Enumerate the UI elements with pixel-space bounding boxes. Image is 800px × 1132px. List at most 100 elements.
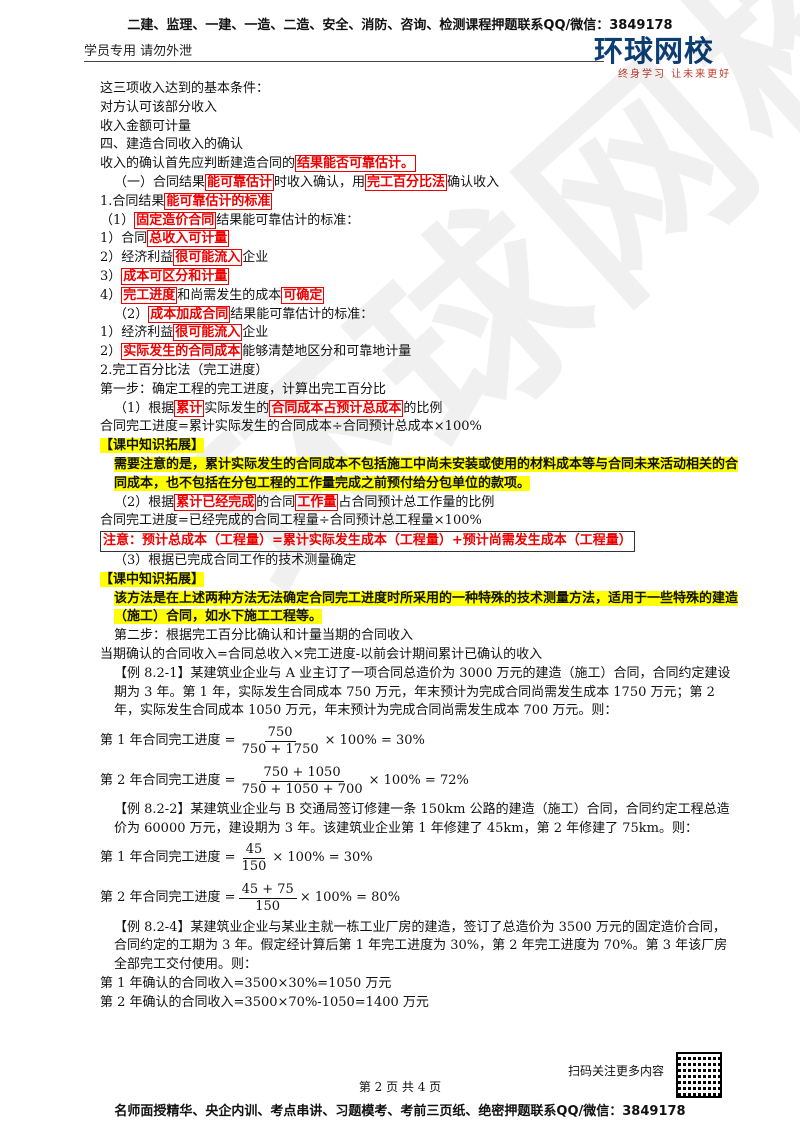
- text-line: 3）成本可区分和计量: [100, 267, 738, 287]
- text-line: 2.完工百分比法（完工进度）: [100, 362, 269, 378]
- text-line: （2）根据累计已经完成的合同工作量占合同预计总工作量的比例: [100, 493, 738, 513]
- text-span: 1）经济利益: [100, 325, 174, 341]
- formula-result: × 100% = 80%: [299, 890, 401, 906]
- text-span: 2）: [100, 344, 122, 360]
- formula-line: 当期确认的合同收入=合同总收入×完工进度-以前会计期间累计已确认的收入: [100, 646, 543, 662]
- text-line: 4）完工进度和尚需发生的成本可确定: [100, 286, 738, 306]
- formula-label: 第 1 年合同完工进度 =: [100, 732, 236, 748]
- key-phrase: 完工百分比法: [365, 173, 448, 191]
- text-line: 这三项收入达到的基本条件：: [100, 81, 270, 96]
- footer-contact: 名师面授精华、央企内训、考点串讲、习题模考、考前三页纸、绝密押题联系QQ/微信：…: [114, 1104, 686, 1119]
- text-span: 2）经济利益: [100, 250, 174, 266]
- result-line: 第 2 年确认的合同收入=3500×70%-1050=1400 万元: [100, 994, 429, 1010]
- text-span: 的合同: [256, 494, 296, 510]
- numerator: 750: [264, 725, 296, 742]
- extension-heading: 【课中知识拓展】: [100, 571, 738, 590]
- key-phrase: 完工进度: [121, 286, 178, 304]
- highlight: 该方法是在上述两种方法无法确定合同完工进度时所采用的一种特殊的技术测量方法，适用…: [114, 590, 739, 625]
- logo-text: 环球网校: [594, 34, 715, 68]
- header-divider: [84, 61, 604, 62]
- key-phrase: 成本加成合同: [148, 305, 231, 323]
- text-span: 4）: [100, 287, 122, 303]
- page-number: 第 2 页 共 4 页: [358, 1080, 442, 1094]
- text-span: 企业: [242, 250, 269, 266]
- example-paragraph: 【例 8.2-1】某建筑业企业与 A 业主订了一项合同总造价为 3000 万元的…: [114, 665, 731, 719]
- text-line: 收入的确认首先应判断建造合同的结果能否可靠估计。: [100, 155, 738, 174]
- formula-result: × 100% = 30%: [272, 850, 373, 866]
- text-span: 占合同预计总工作量的比例: [338, 494, 495, 510]
- key-phrase: 累计已经完成: [174, 493, 257, 511]
- formula-line: 合同完工进度=已经完成的合同工程量÷合同预计总工程量×100%: [100, 513, 482, 529]
- key-phrase: 很可能流入: [173, 324, 243, 342]
- key-phrase: 实际发生的合同成本: [121, 343, 243, 361]
- text-span: 时收入确认，用: [274, 174, 366, 190]
- text-span: 收入的确认首先应判断建造合同的: [100, 156, 296, 172]
- extension-heading: 【课中知识拓展】: [100, 437, 738, 456]
- text-line: （3）根据已完成合同工作的技术测量确定: [114, 552, 357, 568]
- example-paragraph: 【例 8.2-4】某建筑业企业与某业主就一栋工业厂房的建造，签订了总造价为 35…: [114, 919, 728, 973]
- denominator: 750 + 1050 + 700: [241, 781, 363, 797]
- result-line: 第 1 年确认的合同收入=3500×30%=1050 万元: [100, 976, 392, 992]
- text-line: 1）经济利益很可能流入企业: [100, 324, 738, 343]
- text-span: （一）合同结果: [114, 174, 206, 190]
- text-line: 第一步：确定工程的完工进度，计算出完工百分比: [100, 381, 387, 397]
- note-box: 注意：预计总成本（工程量）=累计实际发生成本（工程量）+预计尚需发生成本（工程量…: [100, 531, 635, 552]
- note-line: 注意：预计总成本（工程量）=累计实际发生成本（工程量）+预计尚需发生成本（工程量…: [100, 531, 738, 552]
- text-span: 3）: [100, 268, 122, 284]
- example-paragraph: 【例 8.2-2】某建筑业企业与 B 交通局签订修建一条 150km 公路的建造…: [114, 802, 730, 836]
- text-span: 企业: [242, 325, 269, 341]
- scan-prompt: 扫码关注更多内容: [568, 1064, 665, 1078]
- numerator: 750 + 1050: [260, 765, 344, 782]
- document-body: 这三项收入达到的基本条件： 对方认可该部分收入 收入金额可计量 四、建造合同收入…: [100, 80, 739, 1013]
- text-line: （2）成本加成合同结果能可靠估计的标准：: [100, 305, 738, 325]
- formula-label: 第 2 年合同完工进度 =: [100, 772, 236, 788]
- text-line: 2）经济利益很可能流入企业: [100, 249, 738, 268]
- text-span: 1）合同: [100, 231, 148, 247]
- text-span: 和尚需发生的成本: [177, 287, 282, 303]
- key-phrase: 工作量: [295, 493, 339, 511]
- text-span: （1）: [100, 212, 135, 228]
- text-line: 1）合同总收入可计量: [100, 230, 738, 249]
- text-line: （1）固定造价合同结果能可靠估计的标准：: [100, 211, 738, 231]
- highlight: 【课中知识拓展】: [100, 438, 205, 454]
- highlight-paragraph: 该方法是在上述两种方法无法确定合同完工进度时所采用的一种特殊的技术测量方法，适用…: [100, 590, 739, 628]
- denominator: 150: [241, 859, 267, 875]
- text-span: 实际发生的: [204, 400, 270, 416]
- header-contact: 二建、监理、一建、一造、二造、安全、消防、咨询、检测课程押题联系QQ/微信：38…: [127, 18, 673, 33]
- formula-label: 第 2 年合同完工进度 =: [100, 890, 236, 906]
- highlight: 【课中知识拓展】: [100, 571, 205, 587]
- formula-label: 第 1 年合同完工进度 =: [100, 850, 236, 866]
- numerator: 45: [242, 842, 266, 860]
- brand-logo: 环球网校 终身学习 让未来更好: [590, 28, 740, 80]
- text-span: 能够清楚地区分和可靠地计量: [242, 344, 412, 360]
- qr-code-icon: [678, 1054, 720, 1096]
- text-line: 2）实际发生的合同成本能够清楚地区分和可靠地计量: [100, 343, 738, 362]
- key-phrase: 累计: [174, 399, 205, 417]
- text-span: 1.合同结果: [100, 193, 165, 209]
- formula-result: × 100% = 72%: [368, 772, 469, 788]
- formula-result: × 100% = 30%: [324, 732, 425, 748]
- key-phrase: 合同成本占预计总成本: [269, 399, 404, 417]
- text-line: 第二步：根据完工百分比确认和计量当期的合同收入: [114, 628, 414, 644]
- highlight: 需要注意的是，累计实际发生的合同成本不包括施工中尚未安装或使用的材料成本等与合同…: [114, 456, 739, 491]
- text-span: 确认收入: [447, 174, 500, 190]
- key-phrase: 成本可区分和计量: [121, 267, 230, 285]
- header-notice: 学员专用 请勿外泄: [84, 44, 193, 59]
- logo-slogan: 终身学习 让未来更好: [618, 69, 732, 80]
- key-phrase: 固定造价合同: [134, 211, 217, 229]
- section-heading: 四、建造合同收入的确认: [100, 137, 244, 153]
- key-phrase: 很可能流入: [173, 249, 243, 267]
- text-span: （1）根据: [114, 400, 175, 416]
- denominator: 750 + 1750: [241, 741, 319, 757]
- highlight-paragraph: 需要注意的是，累计实际发生的合同成本不包括施工中尚未安装或使用的材料成本等与合同…: [100, 456, 739, 494]
- key-phrase: 能可靠估计: [205, 173, 275, 191]
- text-span: 结果能可靠估计的标准：: [230, 306, 374, 322]
